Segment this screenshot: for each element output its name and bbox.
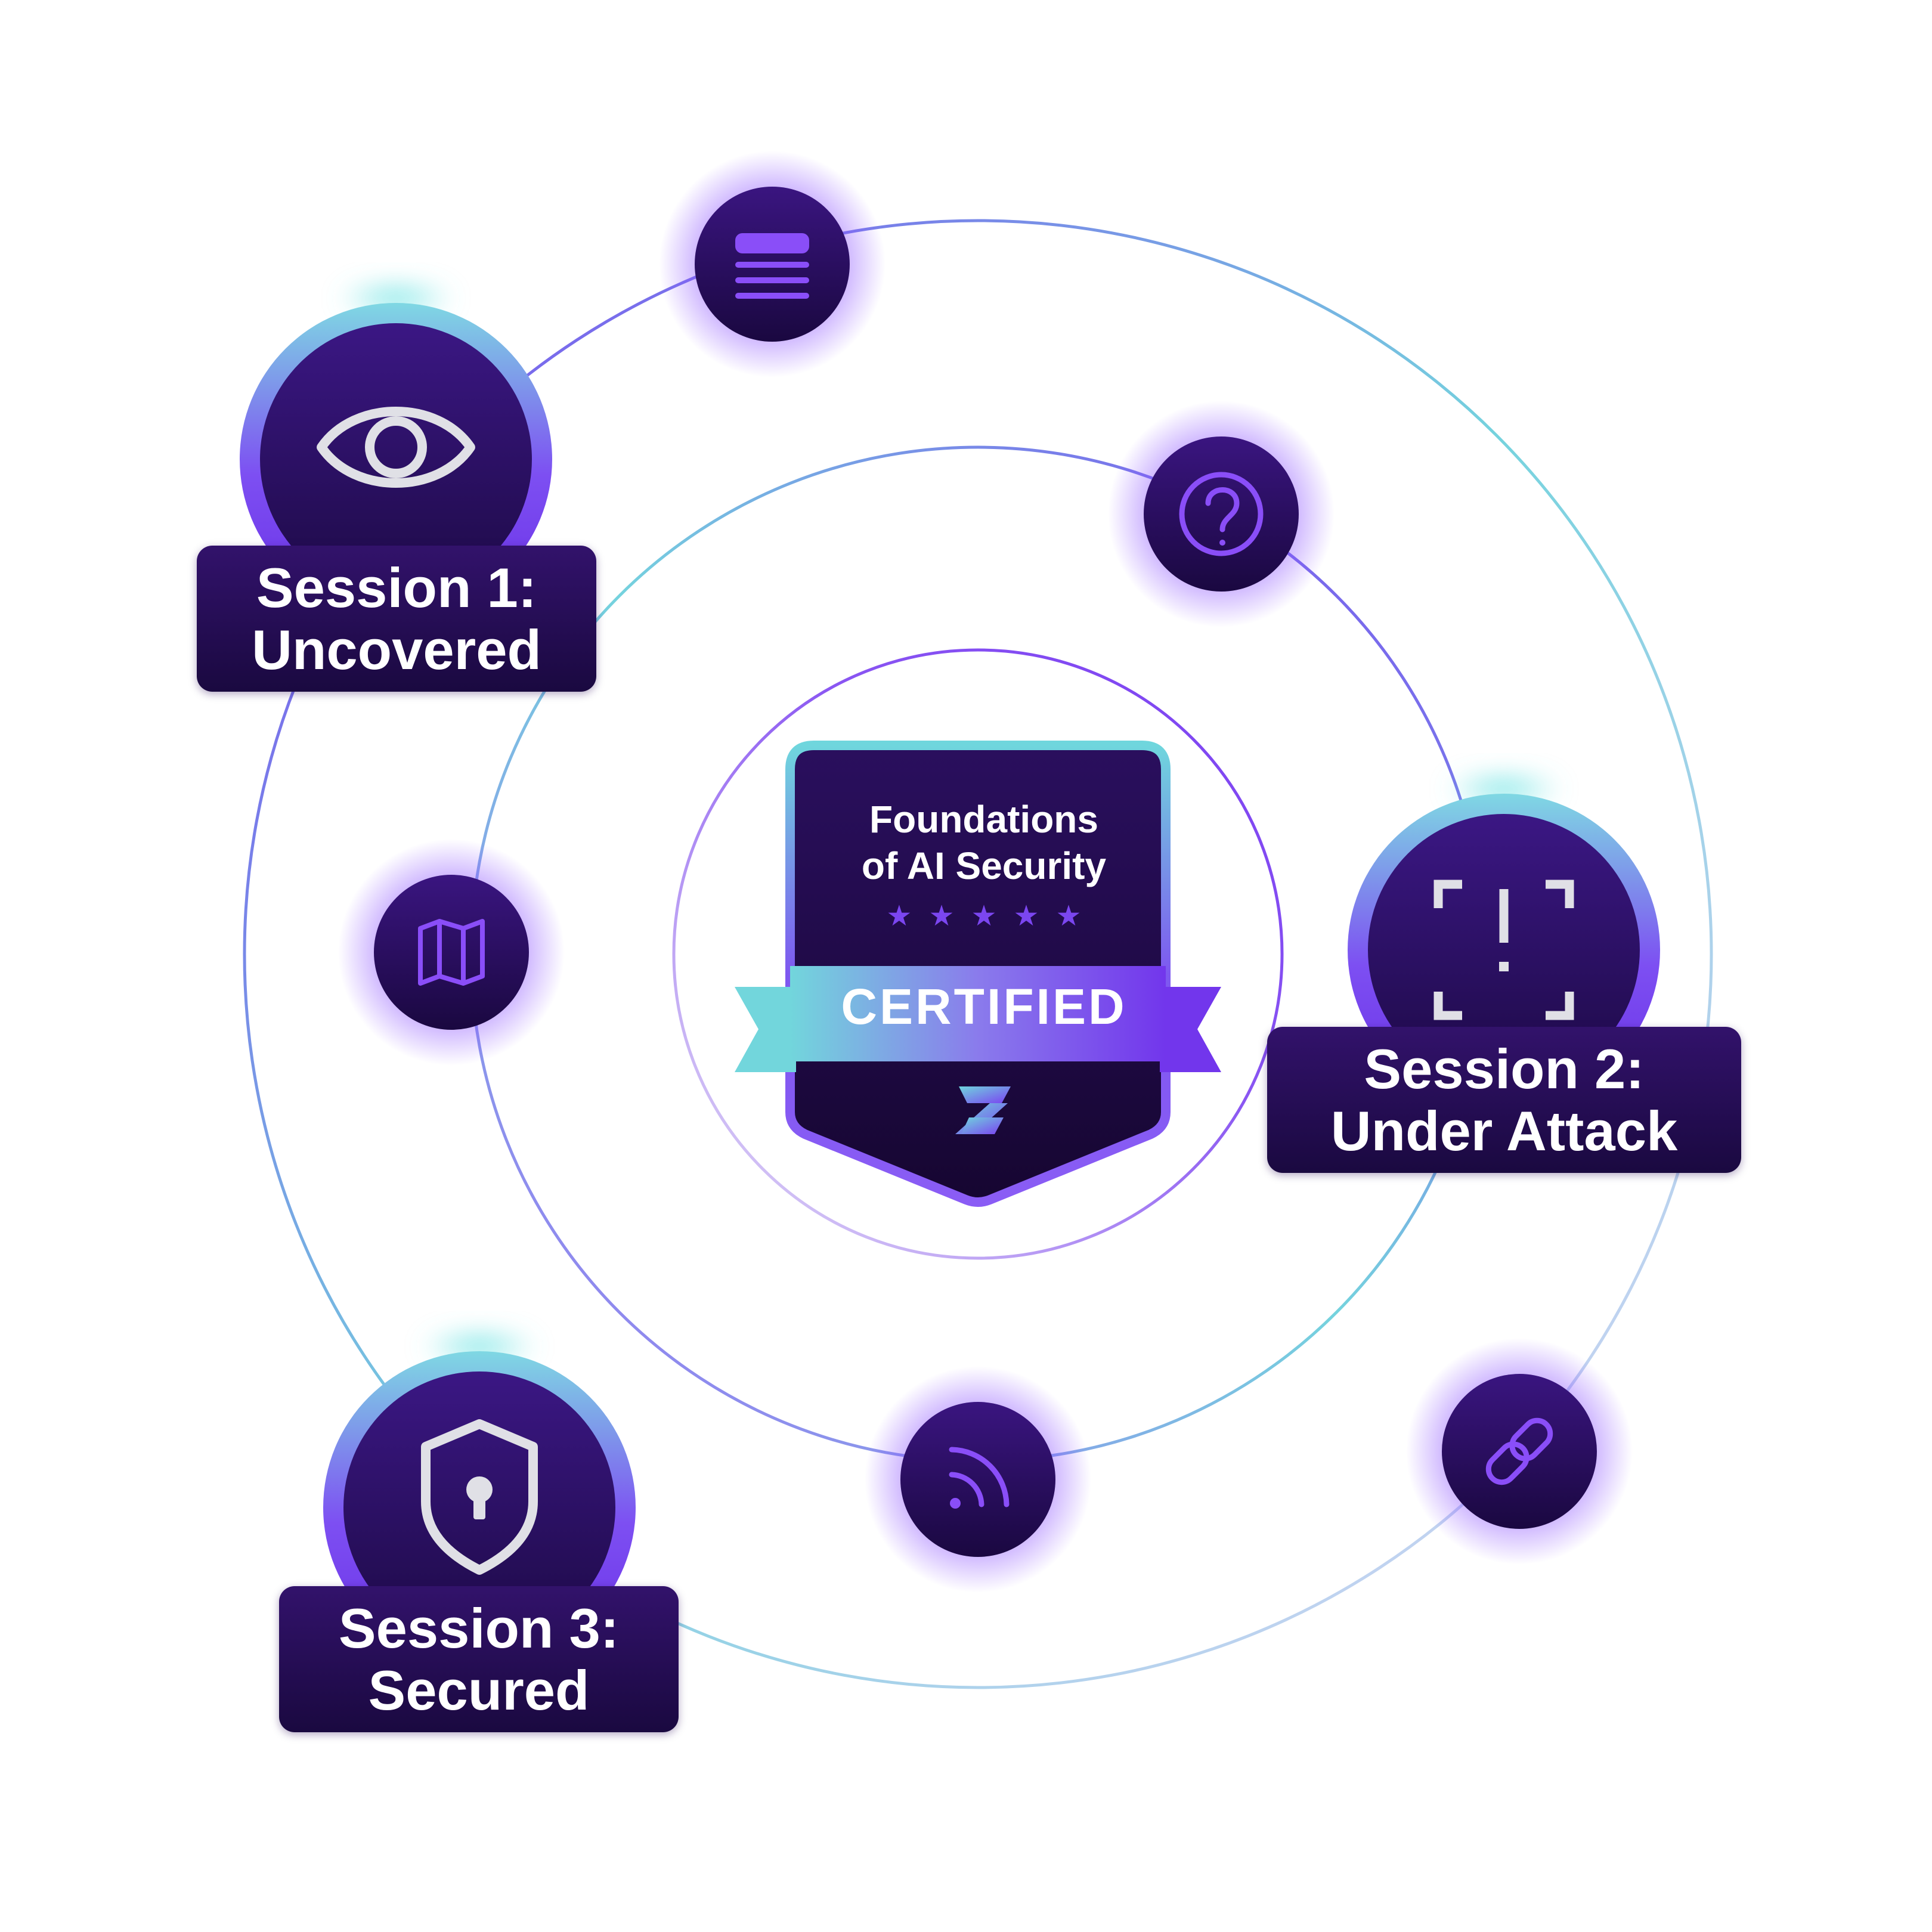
orbit-node-feed[interactable] (865, 1366, 1091, 1593)
alert-scan-icon (1433, 880, 1574, 1020)
z-logo-icon (955, 1086, 1011, 1134)
ribbon-tail-right (1160, 987, 1221, 1072)
session-3-title: Session 3: (338, 1596, 620, 1659)
badge-title-line1: Foundations (869, 798, 1098, 841)
eye-icon (317, 407, 475, 488)
link-icon (1485, 1417, 1553, 1485)
badge-title-line2: of AI Security (861, 844, 1107, 887)
feed-icon (949, 1447, 1010, 1509)
badge-title: Foundations of AI Security (799, 796, 1169, 889)
inner-orbit-ring (672, 648, 1284, 1260)
question-icon (1179, 472, 1264, 556)
ribbon-tail-left (735, 987, 796, 1072)
shield-lock-icon (421, 1419, 538, 1575)
badge-certified-text: CERTIFIED (841, 979, 1127, 1035)
session-2-label[interactable]: Session 2: Under Attack (1267, 1027, 1741, 1173)
outer-orbit-ring (243, 219, 1713, 1689)
session-1-title: Session 1: (256, 556, 537, 619)
orbit-node-question[interactable] (1108, 401, 1335, 627)
certification-badge (735, 741, 1221, 1207)
map-icon (418, 919, 485, 986)
session-1-subtitle: Uncovered (252, 618, 541, 681)
orbit-node-link[interactable] (1406, 1338, 1633, 1565)
session-node-3[interactable] (323, 1329, 636, 1664)
session-1-label[interactable]: Session 1: Uncovered (197, 546, 596, 692)
list-icon (735, 233, 809, 299)
orbit-node-map[interactable] (338, 839, 565, 1066)
badge-stars: ★★★★★ (886, 900, 1098, 932)
session-3-subtitle: Secured (368, 1658, 590, 1722)
session-2-subtitle: Under Attack (1330, 1099, 1678, 1162)
session-2-title: Session 2: (1364, 1037, 1645, 1100)
certified-ribbon (790, 966, 1166, 1061)
session-node-1[interactable] (240, 280, 552, 615)
orbit-node-list[interactable] (659, 151, 886, 377)
session-3-label[interactable]: Session 3: Secured (279, 1586, 679, 1732)
